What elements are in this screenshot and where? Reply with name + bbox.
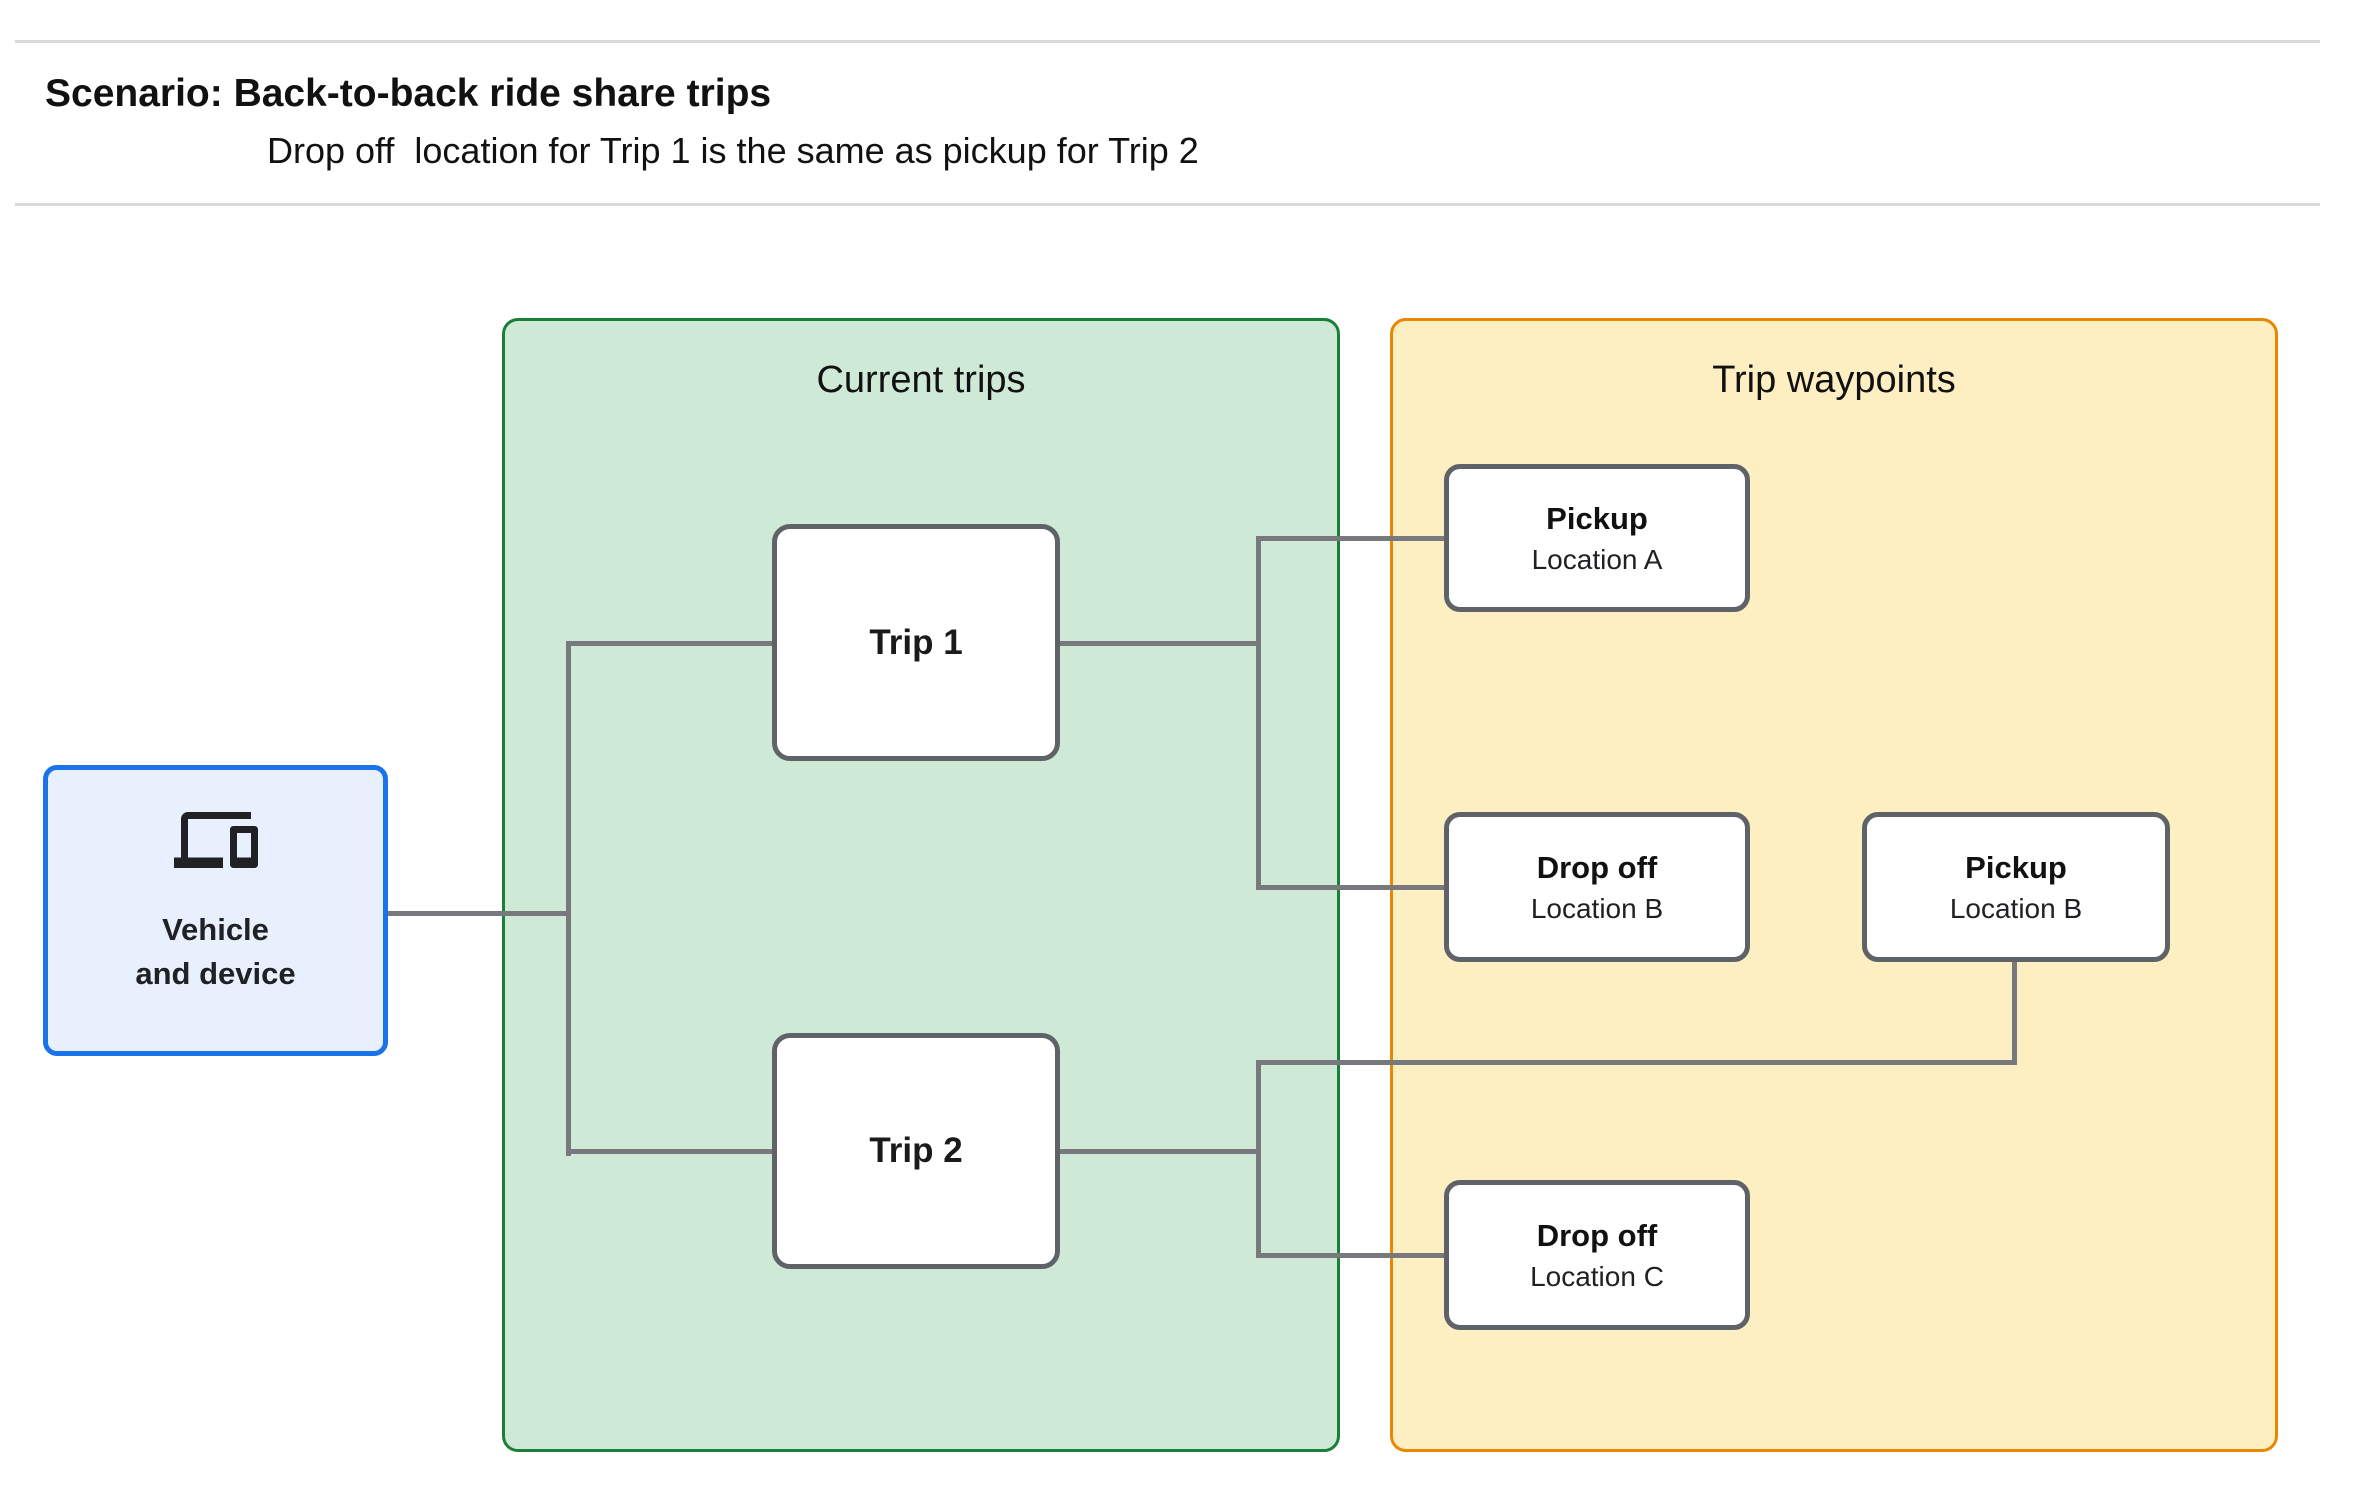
divider-top [15,40,2320,43]
vehicle-and-device-node: Vehicle and device [43,765,388,1056]
waypoint-title: Drop off [1536,849,1658,885]
waypoint-subtitle: Location B [1949,892,2083,924]
connector-pickup-b-vertical [2012,960,2017,1065]
connector-to-dropoff-b [1256,885,1448,890]
waypoint-dropoff-location-c: Drop off Location C [1444,1180,1750,1330]
panel-current-trips: Current trips [502,318,1340,1452]
waypoint-title: Pickup [1546,500,1648,536]
connector-junction-to-trip2 [566,1149,777,1154]
waypoint-subtitle: Location A [1531,543,1663,575]
waypoint-subtitle: Location B [1530,892,1664,924]
panel-current-trips-title: Current trips [816,359,1026,401]
connector-vehicle-to-junction [388,911,571,916]
waypoint-title: Pickup [1965,849,2067,885]
trip1-node-label: Trip 1 [869,622,963,662]
panel-trip-waypoints-title: Trip waypoints [1712,359,1956,401]
trip2-node-label: Trip 2 [869,1131,963,1170]
divider-bottom [15,203,2320,206]
connector-trip1-to-waypoints [1060,641,1261,646]
connector-right-vertical-upper [1256,536,1261,890]
trip2-node: Trip 2 [772,1033,1060,1269]
waypoint-pickup-location-b: Pickup Location B [1862,812,2170,962]
waypoint-pickup-location-a: Pickup Location A [1444,464,1750,612]
connector-to-pickup-a [1256,536,1448,541]
waypoint-subtitle: Location C [1530,1260,1664,1292]
trip1-node: Trip 1 [772,524,1060,761]
devices-icon [173,812,258,868]
connector-junction-to-trip1 [566,641,777,646]
connector-to-dropoff-c [1256,1253,1448,1258]
connector-left-vertical [566,641,571,1156]
waypoint-title: Drop off [1536,1217,1658,1253]
vehicle-node-label: Vehicle and device [135,908,295,996]
vehicle-node-label-line2: and device [135,956,296,991]
vehicle-node-label-line1: Vehicle [162,912,269,947]
connector-trip2-to-waypoints [1060,1149,1261,1154]
page-subtitle: Drop off location for Trip 1 is the same… [267,130,1199,171]
connector-pickup-b-horizontal [1256,1060,2017,1065]
connector-right-vertical-lower [1256,1060,1261,1258]
waypoint-dropoff-location-b: Drop off Location B [1444,812,1750,962]
page-title: Scenario: Back-to-back ride share trips [45,72,772,115]
